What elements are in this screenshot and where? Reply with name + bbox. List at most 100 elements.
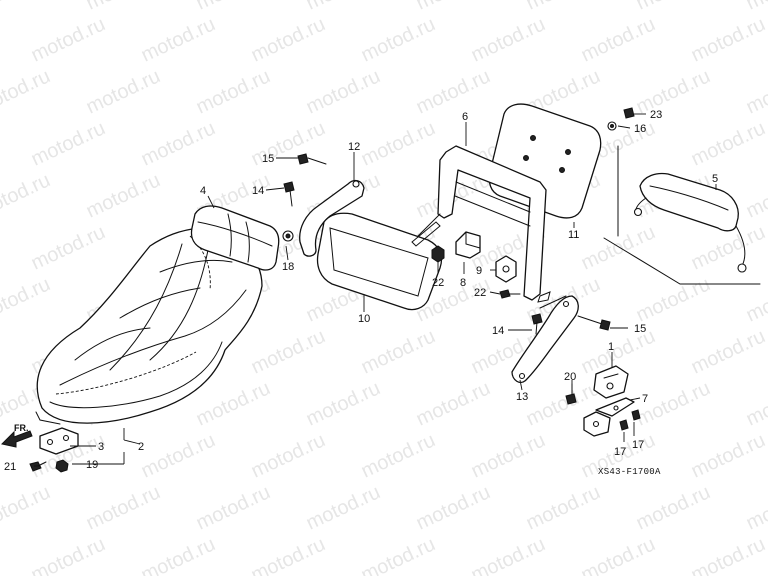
- watermark-text: motod.ru: [468, 13, 549, 66]
- watermark-text: motod.ru: [688, 429, 768, 482]
- watermark-text: motod.ru: [523, 481, 604, 534]
- watermark-text: motod.ru: [633, 481, 714, 534]
- watermark-text: motod.ru: [358, 325, 439, 378]
- backrest-pad: [190, 205, 280, 271]
- grab-rail-12: [299, 179, 365, 257]
- watermark-text: motod.ru: [248, 325, 329, 378]
- callout-20: 20: [564, 371, 576, 383]
- bolt-15-lower: [577, 315, 611, 331]
- watermark-text: motod.ru: [138, 533, 219, 576]
- watermark-text: motod.ru: [28, 13, 109, 66]
- callout-15-lower: 15: [634, 323, 646, 335]
- watermark-text: motod.ru: [0, 0, 54, 15]
- watermark-text: motod.ru: [358, 13, 439, 66]
- watermark-text: motod.ru: [28, 117, 109, 170]
- callout-12: 12: [348, 141, 360, 153]
- latch-1: [593, 365, 629, 399]
- bolt-22-lower: [499, 289, 521, 299]
- watermark-text: motod.ru: [743, 481, 768, 534]
- watermark-text: motod.ru: [83, 0, 164, 15]
- callout-18: 18: [282, 261, 294, 273]
- watermark-text: motod.ru: [248, 13, 329, 66]
- watermark-text: motod.ru: [468, 533, 549, 576]
- callout-17-b: 17: [632, 439, 644, 451]
- watermark-text: motod.ru: [413, 481, 494, 534]
- nut-19: [55, 459, 69, 473]
- bolt-23: [623, 107, 635, 119]
- callouts: 1 2 3 4 5 6 7 8 9 10 11 12 13 14 14 15 1…: [4, 109, 718, 473]
- watermark-text: motod.ru: [743, 169, 768, 222]
- watermark-text: motod.ru: [248, 117, 329, 170]
- callout-16: 16: [634, 123, 646, 135]
- callout-4: 4: [200, 185, 206, 197]
- watermark-text: motod.ru: [578, 533, 659, 576]
- inset-boundary: [603, 237, 761, 285]
- callout-14-upper: 14: [252, 185, 264, 197]
- callout-10: 10: [358, 313, 370, 325]
- callout-8: 8: [460, 277, 466, 289]
- watermark-text: motod.ru: [688, 13, 768, 66]
- damper-8: [455, 231, 481, 259]
- bracket-9: [495, 255, 517, 283]
- watermark-text: motod.ru: [138, 13, 219, 66]
- diagram-code: XS43-F1700A: [598, 467, 661, 477]
- watermark-text: motod.ru: [413, 0, 494, 15]
- watermark-text: motod.ru: [523, 0, 604, 15]
- front-direction-arrow: FR.: [0, 423, 33, 448]
- watermark-text: motod.ru: [193, 0, 274, 15]
- watermark-text: motod.ru: [688, 533, 768, 576]
- watermark-text: motod.ru: [633, 273, 714, 326]
- grab-bracket-13: [511, 295, 579, 384]
- watermark-text: motod.ru: [688, 117, 768, 170]
- watermark-text: motod.ru: [83, 65, 164, 118]
- callout-2: 2: [138, 441, 144, 453]
- callout-19: 19: [86, 459, 98, 471]
- watermark-text: motod.ru: [83, 481, 164, 534]
- watermark-text: motod.ru: [0, 481, 54, 534]
- callout-9: 9: [476, 265, 482, 277]
- watermark-text: motod.ru: [248, 533, 329, 576]
- callout-17-a: 17: [614, 446, 626, 458]
- callout-22-lower: 22: [474, 287, 486, 299]
- watermark-text: motod.ru: [28, 533, 109, 576]
- watermark-text: motod.ru: [28, 221, 109, 274]
- callout-3: 3: [98, 441, 104, 453]
- watermark-text: motod.ru: [303, 0, 384, 15]
- bolt-21: [29, 461, 47, 472]
- nut-22-upper: [431, 245, 445, 263]
- watermark-text: motod.ru: [248, 429, 329, 482]
- plate-7: [595, 397, 635, 417]
- callout-11: 11: [568, 229, 579, 241]
- watermark-text: motod.ru: [193, 481, 274, 534]
- backrest-frame-6: [411, 145, 551, 303]
- callout-7: 7: [642, 393, 648, 405]
- watermark-text: motod.ru: [303, 65, 384, 118]
- watermark-text: motod.ru: [743, 65, 768, 118]
- watermark-text: motod.ru: [358, 429, 439, 482]
- bolt-15-upper: [297, 153, 327, 165]
- watermark-text: motod.ru: [303, 377, 384, 430]
- watermark-text: motod.ru: [633, 65, 714, 118]
- collar-18: [282, 230, 294, 242]
- screw-17a: [619, 419, 629, 431]
- screw-20: [565, 383, 577, 405]
- bolt-14-upper: [283, 181, 295, 207]
- callout-23: 23: [650, 109, 662, 121]
- watermark-text: motod.ru: [743, 377, 768, 430]
- watermark-text: motod.ru: [358, 117, 439, 170]
- watermark-text: motod.ru: [138, 429, 219, 482]
- mount-bracket: [583, 411, 611, 437]
- watermark-text: motod.ru: [413, 65, 494, 118]
- watermark-text: motod.ru: [358, 533, 439, 576]
- callout-14-lower: 14: [492, 325, 504, 337]
- screw-17b: [631, 409, 641, 421]
- watermark-text: motod.ru: [468, 429, 549, 482]
- callout-13: 13: [516, 391, 528, 403]
- watermark-text: motod.ru: [0, 273, 54, 326]
- watermark-text: motod.ru: [0, 169, 54, 222]
- callout-5: 5: [712, 173, 718, 185]
- watermark-text: motod.ru: [193, 65, 274, 118]
- watermark-text: motod.ru: [413, 377, 494, 430]
